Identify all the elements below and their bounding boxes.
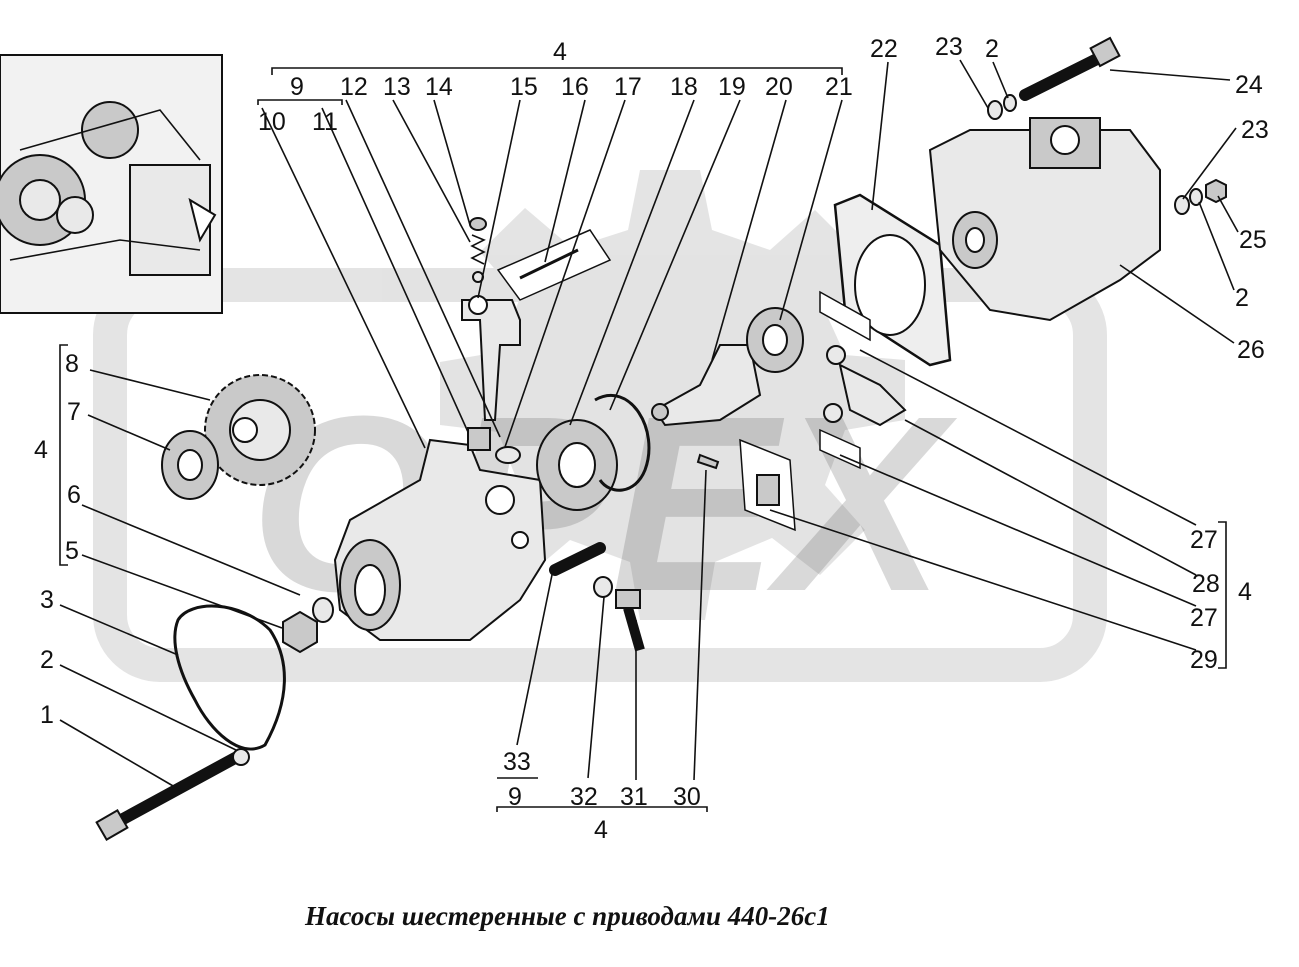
label-15: 15	[510, 73, 538, 101]
long-bolt-right	[1019, 36, 1121, 101]
label-26: 26	[1237, 336, 1265, 364]
plug	[467, 427, 491, 451]
label-3: 3	[40, 586, 54, 614]
label-group-bottom: 4	[594, 816, 608, 844]
label-24: 24	[1235, 71, 1263, 99]
label-9-top: 9	[290, 73, 304, 101]
washer-2-right	[1189, 188, 1203, 206]
label-group-top: 4	[553, 38, 567, 66]
label-13: 13	[383, 73, 411, 101]
stud-33	[549, 542, 606, 576]
label-8: 8	[65, 350, 79, 378]
label-group-left: 4	[34, 436, 48, 464]
label-10: 10	[258, 108, 286, 136]
cotter-pin	[496, 229, 612, 301]
engine-inset	[0, 54, 223, 314]
washer-32	[593, 576, 613, 598]
bolt-31	[615, 589, 645, 652]
washer-nut	[312, 597, 334, 623]
pipe-elbow	[838, 363, 907, 427]
diagram-caption: Насосы шестеренные с приводами 440-26с1	[304, 901, 830, 931]
drive-shaft	[651, 344, 762, 427]
drive-gear	[204, 374, 316, 486]
long-bolt-left	[95, 752, 241, 842]
label-7: 7	[67, 398, 81, 426]
label-group-right: 4	[1238, 578, 1252, 606]
label-16: 16	[561, 73, 589, 101]
coupling	[746, 307, 804, 373]
label-12: 12	[340, 73, 368, 101]
label-17: 17	[614, 73, 642, 101]
label-14: 14	[425, 73, 453, 101]
label-21: 21	[825, 73, 853, 101]
label-31: 31	[620, 783, 648, 811]
gasket	[173, 604, 286, 751]
washer-left	[232, 748, 250, 766]
label-33: 33	[503, 748, 531, 776]
snap-ring	[594, 393, 651, 492]
label-11: 11	[312, 108, 338, 136]
label-28: 28	[1192, 570, 1220, 598]
nut-25	[1205, 178, 1227, 204]
pump-drive-housing	[333, 438, 547, 641]
key	[696, 453, 720, 470]
washer-23-right	[1174, 195, 1190, 215]
label-2-right: 2	[1235, 284, 1249, 312]
label-2-left: 2	[40, 646, 54, 674]
gear-pump	[928, 117, 1161, 322]
label-27-a: 27	[1190, 526, 1218, 554]
label-23-top: 23	[935, 33, 963, 61]
label-1: 1	[40, 701, 54, 729]
label-23-right: 23	[1241, 116, 1269, 144]
bearing-center	[536, 419, 618, 511]
label-5: 5	[65, 537, 79, 565]
union-fitting	[739, 438, 796, 532]
label-29: 29	[1190, 646, 1218, 674]
nut	[282, 610, 318, 654]
label-18: 18	[670, 73, 698, 101]
pump-gasket	[833, 193, 952, 367]
spring-and-ball	[469, 217, 487, 283]
label-22: 22	[870, 35, 898, 63]
callout-labels: 4 9 10 11 12 13 14 15 16 17 18 19 20 21 …	[34, 33, 1269, 844]
label-32: 32	[570, 783, 598, 811]
label-30: 30	[673, 783, 701, 811]
label-9-bottom: 9	[508, 783, 522, 811]
label-20: 20	[765, 73, 793, 101]
label-6: 6	[67, 481, 81, 509]
label-19: 19	[718, 73, 746, 101]
washer-23-top	[987, 100, 1003, 120]
bearing-left	[161, 430, 219, 500]
label-2-top: 2	[985, 35, 999, 63]
washer-2-top	[1003, 94, 1017, 112]
label-25: 25	[1239, 226, 1267, 254]
leader-lines	[59, 59, 1239, 791]
ring	[495, 446, 521, 464]
brackets	[59, 67, 1227, 812]
label-27-b: 27	[1190, 604, 1218, 632]
